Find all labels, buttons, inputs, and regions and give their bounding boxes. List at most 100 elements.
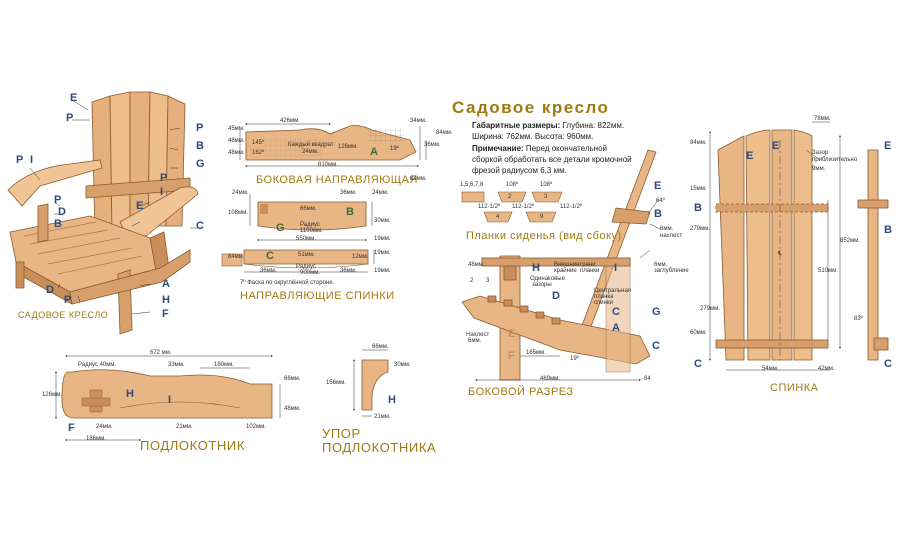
slat-3 (531, 191, 563, 203)
slat-angle: 108º (506, 182, 519, 188)
grid-area (368, 128, 404, 142)
dim: 19мм. (374, 250, 391, 256)
dim: 60мм. (690, 330, 707, 336)
dim: Радиус 40мм. (78, 362, 117, 368)
label-D: D (552, 290, 560, 302)
dim: нахлест (660, 233, 683, 239)
note-text1: Перед окончательной (525, 144, 608, 153)
slat-num: 2 (470, 278, 474, 284)
dim: 21мм. (374, 414, 391, 420)
slat-1 (461, 191, 485, 203)
side-rail (69, 249, 191, 305)
dim: 66мм. (372, 344, 389, 350)
dim: 7º Фаска по округлённой стороне. (240, 280, 335, 286)
dim: 84мм. (228, 254, 245, 260)
dim: Радиус (300, 222, 320, 228)
dim: 180мм. (214, 362, 234, 368)
caption-section: БОКОВОЙ РАЗРЕЗ (468, 386, 574, 398)
overall-line1: Глубина: 822мм. (562, 121, 625, 130)
dim: Внешние (554, 262, 580, 268)
dim: 42мм. (818, 366, 835, 372)
label-E: E (70, 92, 78, 104)
back-slat-E (745, 129, 771, 361)
label-I: I (160, 186, 164, 198)
dim: 24мм. (302, 149, 319, 155)
dim: 19º (570, 356, 579, 362)
slat-label: 1,5,6,7,8 (460, 182, 484, 188)
slat-num: 2 (508, 194, 512, 200)
label-A: A (162, 278, 170, 290)
chair-3d-drawing (7, 91, 199, 335)
label-A: A (612, 322, 620, 334)
slat-angle: 108º (540, 182, 553, 188)
dim: 64º (656, 198, 665, 204)
dim: 66мм. (300, 206, 317, 212)
label-F: F (162, 308, 169, 320)
armrest-drawing (55, 355, 281, 441)
caption-stop-1: УПОР (322, 426, 361, 441)
label-B: B (54, 218, 62, 230)
front-leg (15, 261, 25, 289)
dim: 45мм. (228, 126, 245, 132)
dim: 84мм. (410, 176, 427, 182)
dim: 672 мм. (150, 350, 172, 356)
label-P: P (54, 194, 62, 206)
dim: 19мм. (374, 236, 391, 242)
label-H: H (162, 294, 170, 306)
label-B: B (694, 202, 702, 214)
label-G: G (196, 158, 205, 170)
slat-angle: 112-1/2º (512, 204, 535, 210)
dim: Одинаковые (530, 276, 565, 282)
back-slat-E (717, 135, 745, 361)
label-B: B (196, 140, 204, 152)
slat-2 (497, 191, 527, 203)
label-I: I (614, 262, 618, 274)
dim: 279мм. (700, 306, 720, 312)
dim: 83º (854, 316, 863, 322)
dim: спинки (594, 300, 613, 306)
dim: 6мм. (660, 226, 674, 232)
dim: 48мм. (228, 150, 245, 156)
dim: 126мм. (42, 392, 62, 398)
arm-section (481, 257, 631, 267)
dim: 102мм. (246, 424, 266, 430)
label-C: C (652, 340, 660, 352)
note-text3: фрезой радиусом 6,3 мм. (472, 166, 567, 175)
dim: 48мм. (284, 406, 301, 412)
dim: грани (580, 262, 596, 268)
dim: 852мм. (840, 238, 860, 244)
label-E: E (508, 328, 516, 340)
dim: 24мм. (372, 190, 389, 196)
label-G: G (276, 222, 285, 234)
dim: 9мм. (812, 166, 826, 172)
note-text2: сборкой обработать все детали кромочной (472, 155, 632, 164)
dim: 1100мм. (300, 228, 323, 234)
label-G: G (652, 306, 661, 318)
back-rail-top (611, 207, 651, 225)
back-drawing (709, 121, 889, 371)
dim: 66мм. (284, 376, 301, 382)
slat-angle: 112-1/2º (560, 204, 583, 210)
label-H: H (532, 262, 540, 274)
dim: Зазор приблизительно (812, 150, 858, 163)
dim: планки (580, 268, 600, 274)
caption-chair: САДОВОЕ КРЕСЛО (18, 310, 109, 320)
label-B: B (654, 208, 662, 220)
label-A: A (370, 146, 378, 158)
label-P: P (16, 154, 24, 166)
caption-seat-slats: Планки сиденья (вид сбоку) (466, 230, 622, 242)
dim: 51мм. (298, 252, 315, 258)
label-D: D (58, 206, 66, 218)
dim: 84мм. (690, 140, 707, 146)
dim: 84 (644, 376, 651, 382)
dim: 156мм. (326, 380, 346, 386)
back-rails-drawing (221, 194, 375, 273)
rail-B (715, 203, 829, 213)
dim: 279мм. (690, 226, 710, 232)
dim: 34мм. (410, 118, 427, 124)
slat-angle: 112-1/2º (478, 204, 501, 210)
dim: ℄ (778, 251, 782, 257)
dim: 15мм. (690, 186, 707, 192)
note-line1: Примечание: Перед окончательной (472, 143, 607, 154)
